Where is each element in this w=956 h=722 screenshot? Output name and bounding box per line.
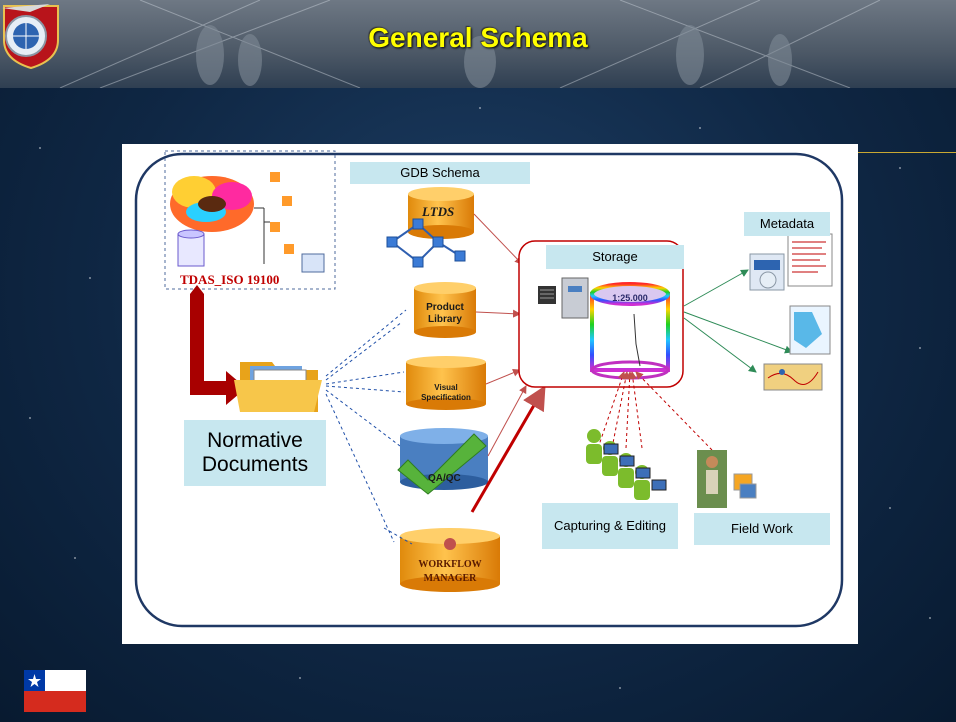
metadata-label: Metadata	[744, 212, 830, 236]
banner-lines	[59, 0, 881, 88]
visual-specification-label-line-2: Specification	[421, 393, 471, 402]
workflow-to-storage-arrow	[470, 385, 546, 513]
tdas-iso-box	[164, 150, 336, 290]
workflow-manager-cylinder	[400, 528, 500, 592]
gdb-schema-label: GDB Schema	[350, 162, 530, 184]
visual-specification-cylinder	[406, 356, 486, 410]
qa-qc-label: QA/QC	[428, 473, 461, 484]
tdas-label: TDAS_ISO 19100	[180, 272, 279, 287]
field-work-photo-icon	[697, 450, 757, 508]
storage-scale-label: 1:25.000	[612, 293, 648, 303]
institute-emblem-icon	[2, 4, 50, 57]
chile-flag-icon	[24, 670, 86, 712]
product-library-cylinder	[414, 282, 476, 338]
accent-line	[857, 152, 956, 153]
capturing-editing-label: Capturing & Editing	[542, 503, 678, 549]
normative-documents-label: Normative Documents	[184, 420, 326, 486]
starfield-background	[29, 107, 931, 689]
ltds-label: LTDS	[421, 204, 454, 219]
qa-qc-cylinder	[397, 428, 488, 495]
folder-icon	[234, 362, 322, 412]
metadata-map-icon-2	[763, 363, 823, 391]
capturing-people-icon	[586, 429, 667, 500]
outer-frame	[134, 152, 844, 628]
ltds-cylinder	[386, 187, 474, 268]
tdas-to-folder-arrow	[190, 294, 246, 405]
header-banner: General Schema	[0, 0, 956, 88]
storage-label: Storage	[546, 245, 684, 269]
product-library-label-line-2: Library	[428, 314, 462, 325]
workflow-manager-label-line-2: MANAGER	[424, 573, 478, 584]
server-icon	[538, 277, 589, 319]
field-work-label: Field Work	[694, 513, 830, 545]
metadata-cd-icon	[749, 253, 785, 291]
diagram-panel: TDAS_ISO 19100	[122, 144, 858, 644]
metadata-document-icon	[787, 233, 833, 287]
schema-diagram: TDAS_ISO 19100	[134, 150, 844, 628]
slide-title: General Schema	[368, 22, 588, 53]
metadata-map-icon-1	[789, 305, 831, 355]
